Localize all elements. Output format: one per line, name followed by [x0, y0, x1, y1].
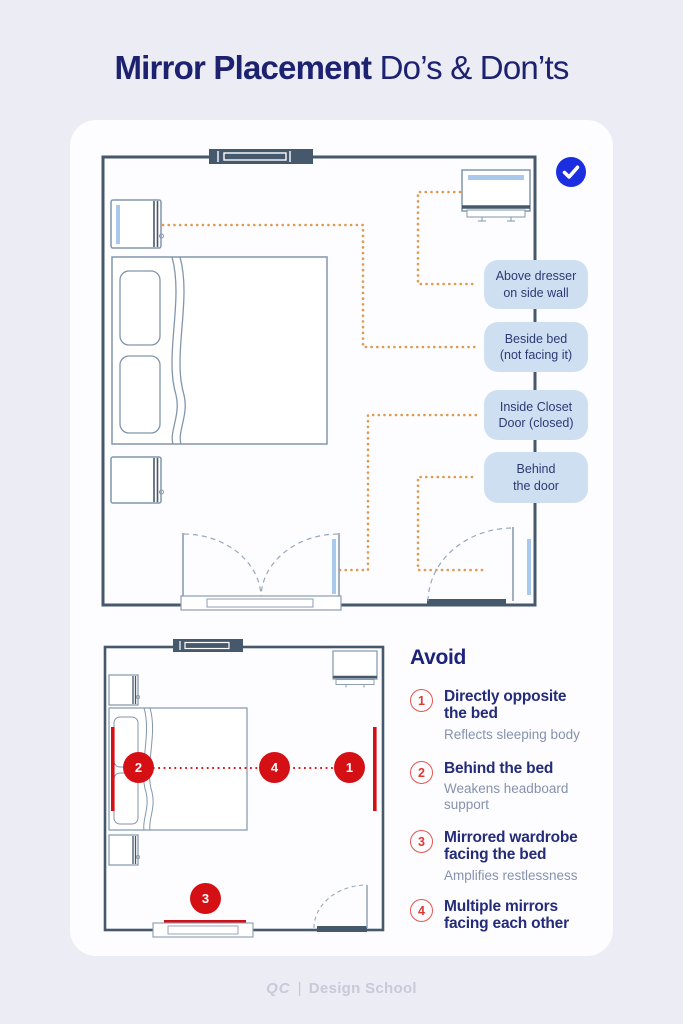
- nightstand-top: [110, 199, 164, 249]
- page-title-light: Do’s & Don’ts: [371, 49, 570, 86]
- door-swing-arc: [260, 533, 339, 599]
- bed: [111, 256, 328, 445]
- connector-beside-bed: [161, 223, 479, 349]
- dresser: [332, 650, 378, 688]
- avoid-item-heading: Behind the bed: [444, 760, 554, 777]
- good-placement-floor-plan: [101, 149, 537, 611]
- avoid-item-text: Mirrored wardrobe facing the bed Amplifi…: [444, 829, 604, 884]
- window: [173, 639, 243, 652]
- avoid-heading: Avoid: [410, 646, 467, 669]
- avoid-number-badge: 1: [410, 689, 433, 712]
- plan-marker-3: 3: [190, 883, 221, 914]
- avoid-item-description: Reflects sleeping body: [444, 726, 580, 742]
- avoid-item-heading: Directly opposite the bed: [444, 688, 567, 723]
- avoid-item-heading: Multiple mirrors facing each other: [444, 898, 569, 933]
- wardrobe: [152, 922, 254, 938]
- label-behind-door: Behind the door: [484, 452, 588, 503]
- floor-plans-drawing: [101, 149, 537, 938]
- avoid-section: Avoid 1 Directly opposite the bed Reflec…: [410, 646, 606, 932]
- duvet-fold: [171, 256, 178, 445]
- duvet-fold: [148, 707, 154, 831]
- mirror-behind-door: [527, 539, 531, 595]
- avoid-item-mirrored-wardrobe: 3 Mirrored wardrobe facing the bed Ampli…: [410, 829, 604, 884]
- door-swing-arc: [183, 533, 262, 599]
- mirror-above-dresser: [468, 175, 524, 180]
- avoid-item-multiple-mirrors: 4 Multiple mirrors facing each other: [410, 898, 604, 933]
- avoid-placement-floor-plan: [103, 639, 385, 938]
- label-inside-closet: Inside Closet Door (closed): [484, 390, 588, 440]
- pillow: [119, 270, 161, 346]
- avoid-item-text: Directly opposite the bed Reflects sleep…: [444, 688, 604, 743]
- avoid-item-text: Multiple mirrors facing each other: [444, 898, 604, 933]
- nightstand-bottom: [108, 834, 141, 866]
- entry-door: [313, 884, 368, 932]
- closet: [180, 533, 342, 611]
- page-title: Mirror Placement Do’s & Don’ts: [0, 49, 683, 87]
- mirror-inside-closet-door: [332, 539, 336, 594]
- plan-marker-2: 2: [123, 752, 154, 783]
- nightstand-bottom: [110, 456, 164, 504]
- avoid-item-heading: Mirrored wardrobe facing the bed: [444, 829, 578, 864]
- connector-dotted-lines: [161, 190, 484, 572]
- entry-door: [427, 527, 531, 606]
- connector-behind-door: [416, 475, 484, 572]
- mirror-beside-bed: [116, 205, 120, 244]
- avoid-item-text: Behind the bed Weakens headboard support: [444, 760, 604, 813]
- door-swing-arc: [313, 884, 368, 929]
- content-card: Above dresser on side wall Beside bed (n…: [70, 120, 613, 956]
- window: [209, 149, 313, 164]
- mirrored-wardrobe: [164, 920, 246, 925]
- nightstand-top: [108, 674, 141, 706]
- duvet-fold: [142, 707, 148, 831]
- page-title-bold: Mirror Placement: [114, 49, 372, 86]
- mirror-opposite-bed: [373, 727, 377, 811]
- plan-marker-1: 1: [334, 752, 365, 783]
- qc-logo: QC: [266, 980, 291, 997]
- avoid-number-badge: 4: [410, 899, 433, 922]
- pillow: [119, 355, 161, 434]
- duvet-fold: [179, 256, 186, 445]
- checkmark-icon: [556, 157, 586, 187]
- footer-brand-name: Design School: [308, 980, 417, 997]
- checkmark-badge: [556, 157, 586, 187]
- footer-separator: |: [297, 980, 302, 997]
- avoid-item-directly-opposite: 1 Directly opposite the bed Reflects sle…: [410, 688, 604, 743]
- label-above-dresser: Above dresser on side wall: [484, 260, 588, 309]
- avoid-number-badge: 2: [410, 761, 433, 784]
- door-threshold: [427, 599, 506, 606]
- footer-logo: QC | Design School: [0, 980, 683, 997]
- dresser: [461, 169, 531, 222]
- door-swing-arc: [427, 527, 514, 602]
- mirror-behind-bed: [111, 727, 115, 811]
- avoid-item-description: Weakens headboard support: [444, 781, 569, 813]
- label-beside-bed: Beside bed (not facing it): [484, 322, 588, 372]
- door-threshold: [317, 926, 367, 932]
- avoid-item-behind-bed: 2 Behind the bed Weakens headboard suppo…: [410, 760, 604, 813]
- plan-marker-4: 4: [259, 752, 290, 783]
- avoid-number-badge: 3: [410, 830, 433, 853]
- avoid-item-description: Amplifies restlessness: [444, 867, 578, 883]
